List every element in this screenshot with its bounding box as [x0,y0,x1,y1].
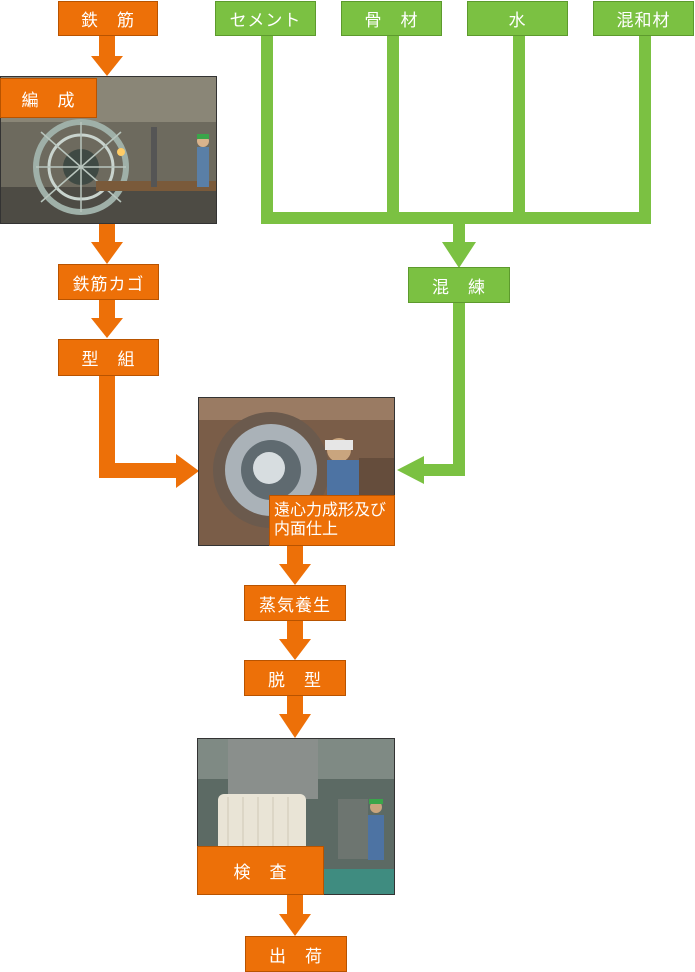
rebar-cage-label: 鉄筋カゴ [72,274,145,295]
steam-stem [287,621,303,641]
mixing-line-left [424,464,465,476]
centrifugal-label: 遠心力成形及び内面仕上 [274,500,387,538]
demold-box: 脱 型 [244,660,346,696]
demold-stem [287,696,303,716]
water-line [513,36,525,224]
admixture-box: 混和材 [593,1,694,36]
arrow-to-centrifugal-left [176,454,199,488]
centrifugal-caption: 遠心力成形及び内面仕上 [269,495,395,546]
rebar-cage-box: 鉄筋カゴ [58,264,159,300]
mold-assembly-box: 型 組 [58,339,159,376]
arrow-to-demold [279,639,311,660]
mold-assembly-label: 型 組 [81,350,136,370]
mixing-label: 混 練 [432,277,486,298]
cage-stem [99,300,115,320]
admixture-label: 混和材 [616,11,671,31]
arrow-to-steam [279,564,311,585]
shipping-box: 出 荷 [245,936,347,972]
mold-line-down [99,376,115,478]
mold-line-right [99,463,179,478]
green-down-stem [453,224,465,244]
arrow-to-mold [91,318,123,338]
admixture-line [639,36,651,224]
rebar-stem [99,36,115,58]
centrifugal-stem [287,546,303,566]
aggregate-label: 骨 材 [364,11,419,31]
demold-label: 脱 型 [268,670,322,691]
steam-curing-box: 蒸気養生 [244,585,346,621]
cement-line [261,36,273,224]
mixing-line-down [453,302,465,476]
aggregate-line [387,36,399,224]
mixing-box: 混 練 [408,267,510,303]
arrow-to-shipping [279,914,311,936]
shipping-label: 出 荷 [269,946,323,967]
inspection-stem [287,894,303,916]
arrow-to-centrifugal [397,456,424,484]
green-connectors [261,36,651,484]
arrow-to-cage [91,242,123,264]
water-label: 水 [508,11,527,31]
aggregate-box: 骨 材 [341,1,442,36]
steam-curing-label: 蒸気養生 [259,595,331,616]
arrow-to-knitting [91,56,123,76]
knitting-stem [99,224,115,244]
inspection-box: 検 査 [197,846,324,895]
knitting-box: 編 成 [0,78,97,118]
cement-box: セメント [215,1,316,36]
cement-label: セメント [229,11,302,31]
arrow-to-mixing [442,242,476,268]
knitting-label: 編 成 [21,90,76,111]
water-box: 水 [467,1,568,36]
inspection-label: 検 査 [233,863,288,883]
green-collector-line [261,212,651,224]
rebar-label: 鉄 筋 [81,11,135,31]
arrow-to-inspection [279,714,311,738]
orange-connectors [91,36,311,936]
rebar-box: 鉄 筋 [58,1,158,36]
